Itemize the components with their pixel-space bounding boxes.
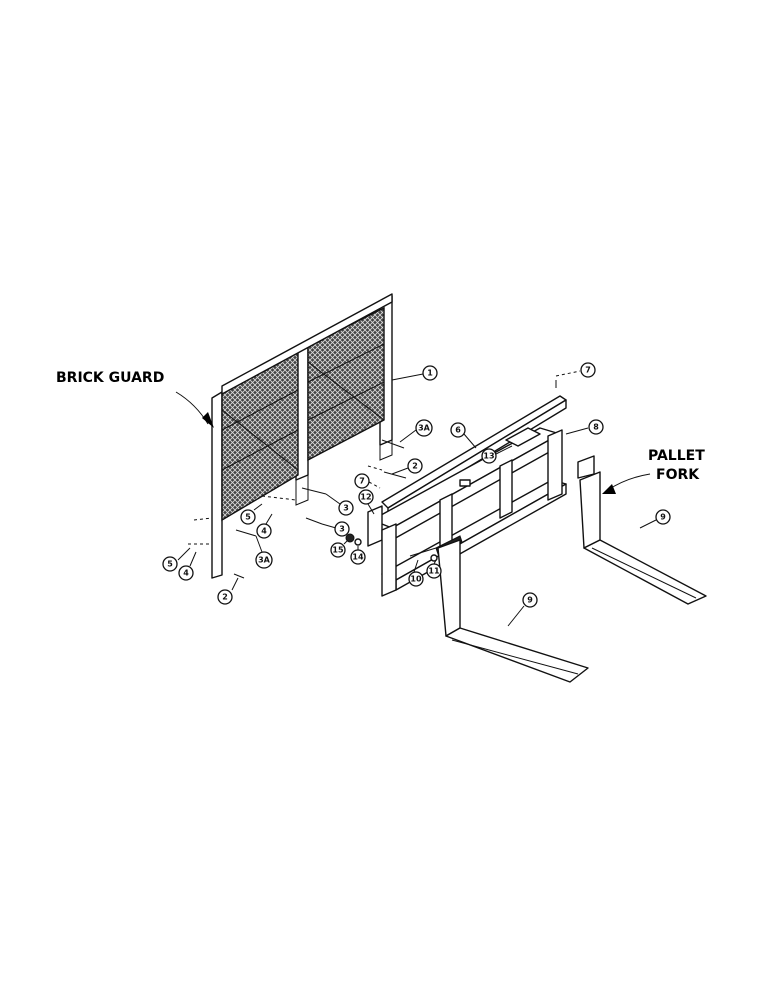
callout-13 — [481, 448, 497, 464]
hardware — [188, 439, 407, 579]
callout-15-label: 15 — [332, 546, 344, 555]
callout-3-upper-label: 3 — [343, 504, 349, 513]
carriage-inner-member-2 — [499, 459, 513, 519]
callout-2-lower-label: 2 — [222, 593, 228, 602]
callout-2-lower — [217, 589, 233, 605]
pallet-fork-front — [437, 539, 589, 683]
callout-12-label: 12 — [360, 493, 371, 502]
callout-7-lower-label: 7 — [359, 477, 365, 486]
callout-8-label: 8 — [593, 423, 599, 432]
callout-4-upper — [256, 523, 272, 539]
callout-8 — [588, 419, 604, 435]
callout-4-lower — [178, 565, 194, 581]
pallet-fork-label-2: FORK — [656, 467, 700, 483]
callout-3-lower-label: 3 — [339, 525, 345, 534]
pallet-fork-arrowhead — [602, 484, 616, 494]
callout-3a-upper — [415, 419, 433, 437]
callout-5-upper — [240, 509, 256, 525]
pallet-fork-right — [577, 455, 707, 605]
brick-guard-label: BRICK GUARD — [56, 370, 164, 386]
guard-left-post — [211, 391, 223, 579]
callout-5-lower — [162, 556, 178, 572]
carriage-left-upright — [381, 523, 397, 597]
callout-10 — [408, 571, 424, 587]
callout-3a-lower-label: 3A — [258, 556, 271, 565]
callout-5-lower-label: 5 — [167, 560, 173, 569]
brick-guard-arrowhead — [202, 412, 214, 428]
brick-guard-assembly — [211, 293, 393, 579]
guard-mesh-right — [307, 306, 385, 462]
callout-7-upper-label: 7 — [585, 366, 591, 375]
fork-front-shank — [437, 539, 461, 637]
fork-right-shank — [579, 471, 601, 549]
callout-15 — [330, 542, 346, 558]
callout-3a-upper-label: 3A — [418, 424, 431, 433]
callout-5-upper-label: 5 — [245, 513, 251, 522]
callout-13-label: 13 — [483, 452, 494, 461]
callout-1-label: 1 — [427, 369, 433, 378]
callout-11-label: 11 — [428, 567, 440, 576]
callout-3-lower — [334, 521, 350, 537]
callout-7-lower — [354, 473, 370, 489]
pallet-fork-label-1: PALLET — [648, 448, 705, 464]
callout-2-upper — [407, 458, 423, 474]
callout-14-label: 14 — [352, 553, 364, 562]
fork-front-blade — [445, 627, 589, 683]
callout-9-right — [655, 509, 671, 525]
callout-4-upper-label: 4 — [261, 527, 267, 536]
callout-1 — [422, 365, 438, 381]
callout-2-upper-label: 2 — [412, 462, 418, 471]
callout-11 — [426, 563, 442, 579]
carriage-assembly — [367, 395, 567, 597]
callout-7-upper — [580, 362, 596, 378]
pallet-fork-arrow — [607, 473, 651, 491]
callout-9-lower — [522, 592, 538, 608]
carriage-right-upright — [547, 429, 563, 501]
brick-guard-arrow — [175, 391, 209, 425]
callout-12 — [358, 489, 374, 505]
callout-3-upper — [338, 500, 354, 516]
callout-9-right-label: 9 — [660, 513, 666, 522]
callout-6-label: 6 — [455, 426, 461, 435]
callout-9-lower-label: 9 — [527, 596, 533, 605]
callout-10-label: 10 — [410, 575, 422, 584]
callout-6 — [450, 422, 466, 438]
carriage-pad — [459, 479, 471, 487]
callout-14 — [350, 549, 366, 565]
callout-4-lower-label: 4 — [183, 569, 189, 578]
carriage-block — [505, 427, 541, 447]
guard-top-rail — [221, 293, 393, 395]
callout-3a-lower — [255, 551, 273, 569]
carriage-end-plate — [367, 505, 383, 547]
